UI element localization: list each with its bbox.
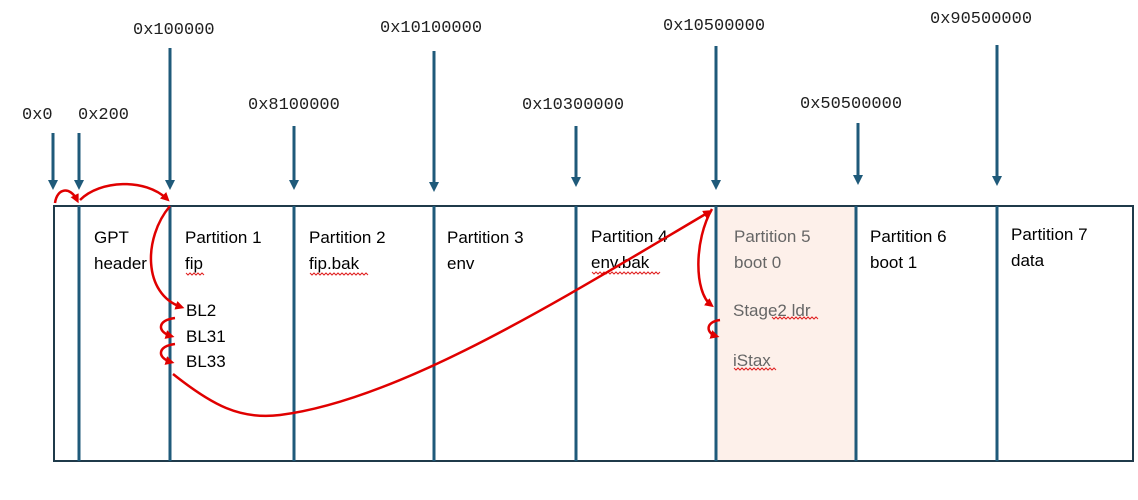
partition-5-highlight (717, 207, 856, 461)
partition-2-name: fip.bak (309, 254, 360, 273)
partition-6-label: Partition 6 (870, 227, 947, 246)
address-label: 0x90500000 (930, 10, 1032, 29)
gpt-header-label-line2: header (94, 254, 147, 273)
flow-arrow-bl31-to-bl33 (159, 342, 176, 365)
partition-5-name: boot 0 (734, 253, 781, 272)
boot-flow-arrows (53, 182, 721, 418)
address-label: 0x200 (78, 106, 129, 125)
flow-arrow-bl2-to-bl31 (159, 316, 176, 339)
flow-arrow-fip-to-bl2 (149, 205, 185, 310)
address-labels: 0x0 0x200 0x100000 0x8100000 0x10100000 … (22, 10, 1032, 125)
address-label: 0x10500000 (663, 17, 765, 36)
fip-image-bl2: BL2 (186, 301, 216, 320)
fip-image-bl31: BL31 (186, 327, 226, 346)
partition-1-label: Partition 1 (185, 228, 262, 247)
spellcheck-underlines (185, 271, 819, 371)
address-label: 0x10100000 (380, 19, 482, 38)
flow-arrow-rom-to-gpt (53, 189, 79, 204)
gpt-header-label-line1: GPT (94, 228, 129, 247)
address-arrows (48, 45, 1002, 192)
region-labels: GPT header Partition 1 fip Partition 2 f… (94, 225, 1088, 273)
flow-arrow-boot0-to-stage2 (697, 208, 714, 308)
boot0-images: Stage2 ldr iStax (733, 301, 811, 370)
partition-5-label: Partition 5 (734, 227, 811, 246)
address-label: 0x50500000 (800, 95, 902, 114)
flow-arrow-gpt-to-fip (79, 182, 170, 202)
partition-4-name: env.bak (591, 253, 650, 272)
flash-frame (53, 205, 1134, 462)
address-label: 0x10300000 (522, 96, 624, 115)
address-label: 0x100000 (133, 21, 215, 40)
partition-2-label: Partition 2 (309, 228, 386, 247)
flow-arrow-stage2-to-istax (707, 318, 721, 339)
partition-7-name: data (1011, 251, 1045, 270)
partition-3-name: env (447, 254, 475, 273)
partition-6-name: boot 1 (870, 253, 917, 272)
address-label: 0x8100000 (248, 96, 340, 115)
boot0-image-istax: iStax (733, 351, 771, 370)
fip-image-bl33: BL33 (186, 352, 226, 371)
partition-3-label: Partition 3 (447, 228, 524, 247)
boot0-image-stage2-ldr: Stage2 ldr (733, 301, 811, 320)
address-label: 0x0 (22, 106, 53, 125)
partition-4-label: Partition 4 (591, 227, 668, 246)
fip-images: BL2 BL31 BL33 (186, 301, 226, 371)
partition-7-label: Partition 7 (1011, 225, 1088, 244)
partition-1-name: fip (185, 254, 203, 273)
flow-arrow-bl33-to-boot0 (172, 210, 713, 418)
